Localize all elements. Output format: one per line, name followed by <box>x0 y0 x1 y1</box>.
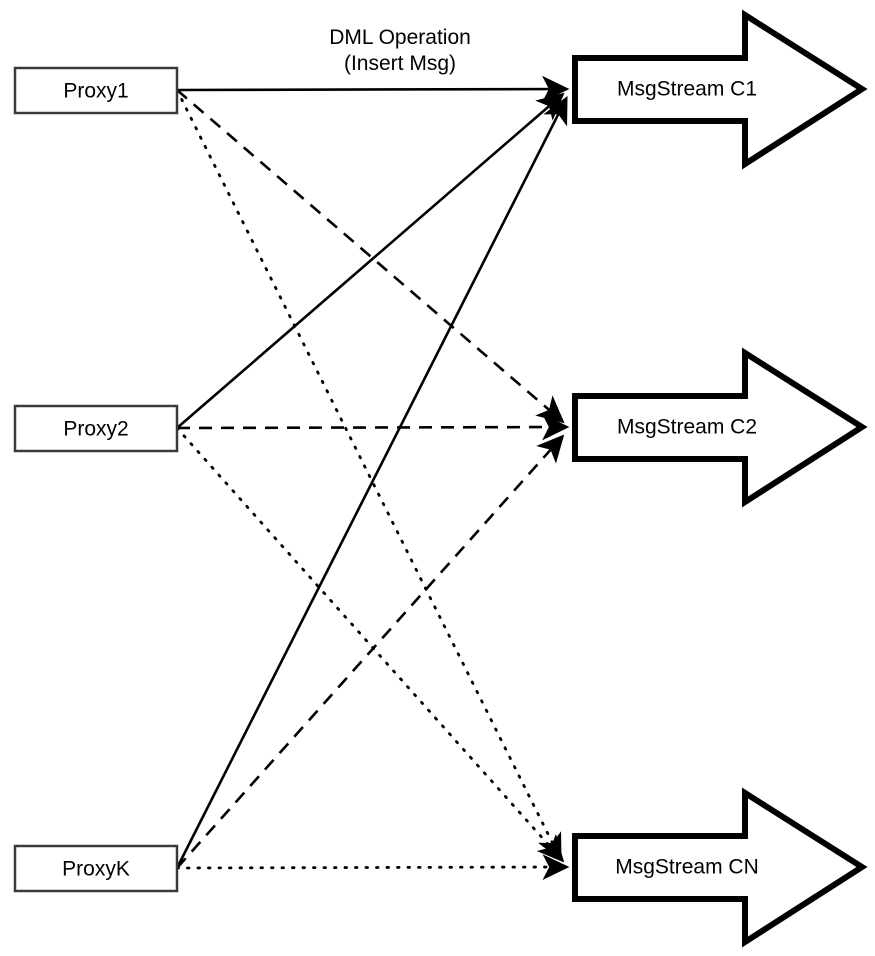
msgstream-node-c1[interactable]: MsgStream C1 <box>572 9 868 170</box>
connection-proxy2-to-msgstream-cn[interactable] <box>175 426 565 863</box>
proxy1-label: Proxy1 <box>63 80 128 103</box>
connection-proxyk-to-msgstream-c1[interactable] <box>175 95 568 869</box>
proxy-node-proxy2[interactable]: Proxy2 <box>13 404 179 453</box>
proxy-node-proxy1[interactable]: Proxy1 <box>13 66 179 115</box>
connection-proxy2-to-msgstream-c1[interactable] <box>176 92 565 429</box>
connection-proxy2-to-msgstream-c2[interactable] <box>176 413 570 441</box>
edge-annotation-dml-operation: DML Operation (Insert Msg) <box>329 26 471 75</box>
msgstream-cn-label: MsgStream CN <box>615 856 759 879</box>
msgstream-node-cn[interactable]: MsgStream CN <box>572 787 868 948</box>
msgstream-cn-arrow-shape[interactable] <box>572 787 868 948</box>
proxy-node-proxyk[interactable]: ProxyK <box>13 844 179 893</box>
proxy1-box[interactable] <box>13 66 179 115</box>
dml-operation-line1: DML Operation <box>329 26 471 49</box>
proxyk-label: ProxyK <box>62 858 130 881</box>
proxyk-box[interactable] <box>13 844 179 893</box>
connection-proxyk-to-msgstream-cn[interactable] <box>175 854 570 880</box>
connection-group-solid <box>175 75 570 869</box>
msgstream-c1-label: MsgStream C1 <box>617 78 757 101</box>
connection-proxyk-to-msgstream-c2[interactable] <box>176 434 565 869</box>
msgstream-node-c2[interactable]: MsgStream C2 <box>572 347 868 508</box>
msgstream-c1-arrow-shape[interactable] <box>572 9 868 170</box>
connection-group-dashed <box>176 89 570 869</box>
connection-group-dotted <box>175 88 570 880</box>
proxy2-box[interactable] <box>13 404 179 453</box>
connection-proxy1-to-msgstream-c1[interactable] <box>176 75 570 103</box>
msgstream-c2-label: MsgStream C2 <box>617 416 757 439</box>
connection-proxy1-to-msgstream-cn[interactable] <box>175 88 562 862</box>
msgstream-c2-arrow-shape[interactable] <box>572 347 868 508</box>
connection-proxy1-to-msgstream-c2[interactable] <box>176 89 565 424</box>
proxy2-label: Proxy2 <box>63 418 128 441</box>
dml-operation-line2: (Insert Msg) <box>344 52 456 75</box>
